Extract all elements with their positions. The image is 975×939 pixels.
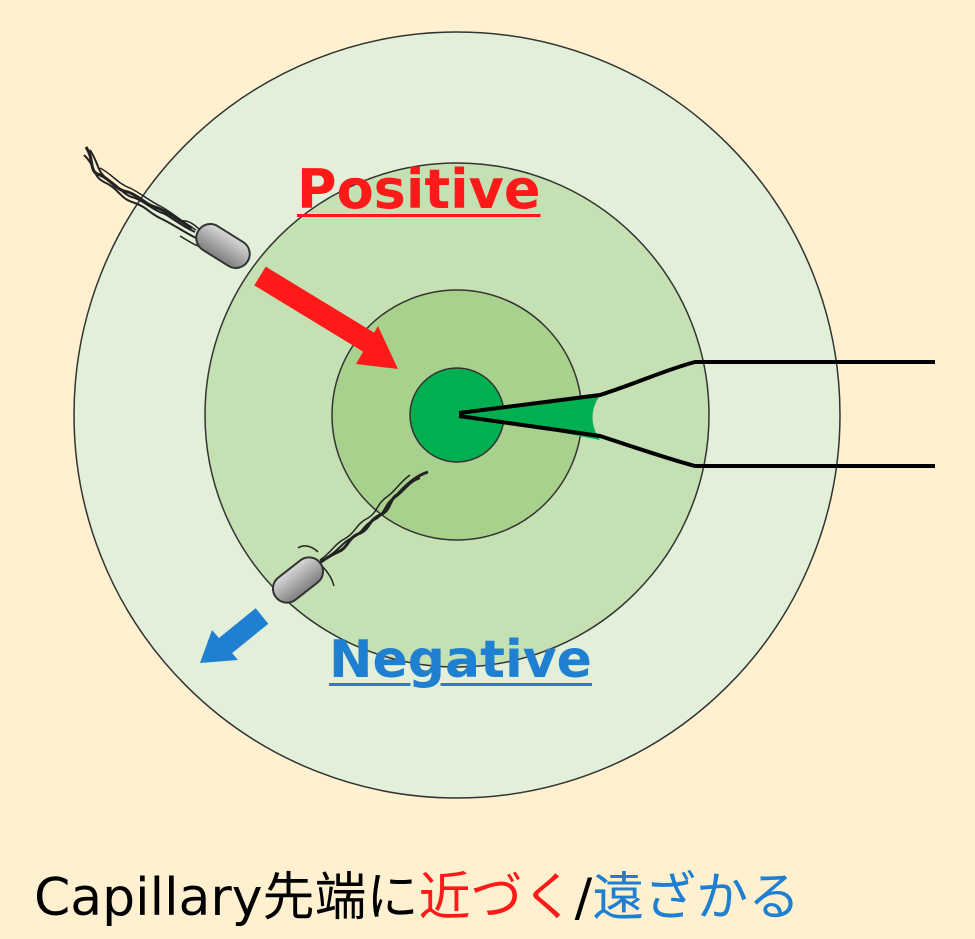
caption-approach: 近づく bbox=[418, 868, 575, 928]
bacterium-icon bbox=[271, 470, 429, 604]
positive-label: Positive bbox=[297, 158, 541, 221]
capillary-icon bbox=[458, 360, 935, 468]
bacterium-icon bbox=[83, 146, 251, 269]
caption-away: 遠ざかる bbox=[592, 868, 801, 928]
negative-arrow bbox=[200, 608, 269, 663]
caption: Capillary先端に近づく/遠ざかる bbox=[34, 865, 800, 931]
negative-label: Negative bbox=[329, 630, 592, 690]
positive-arrow bbox=[254, 266, 398, 369]
caption-separator: / bbox=[574, 868, 593, 928]
caption-prefix: Capillary先端に bbox=[34, 868, 419, 928]
